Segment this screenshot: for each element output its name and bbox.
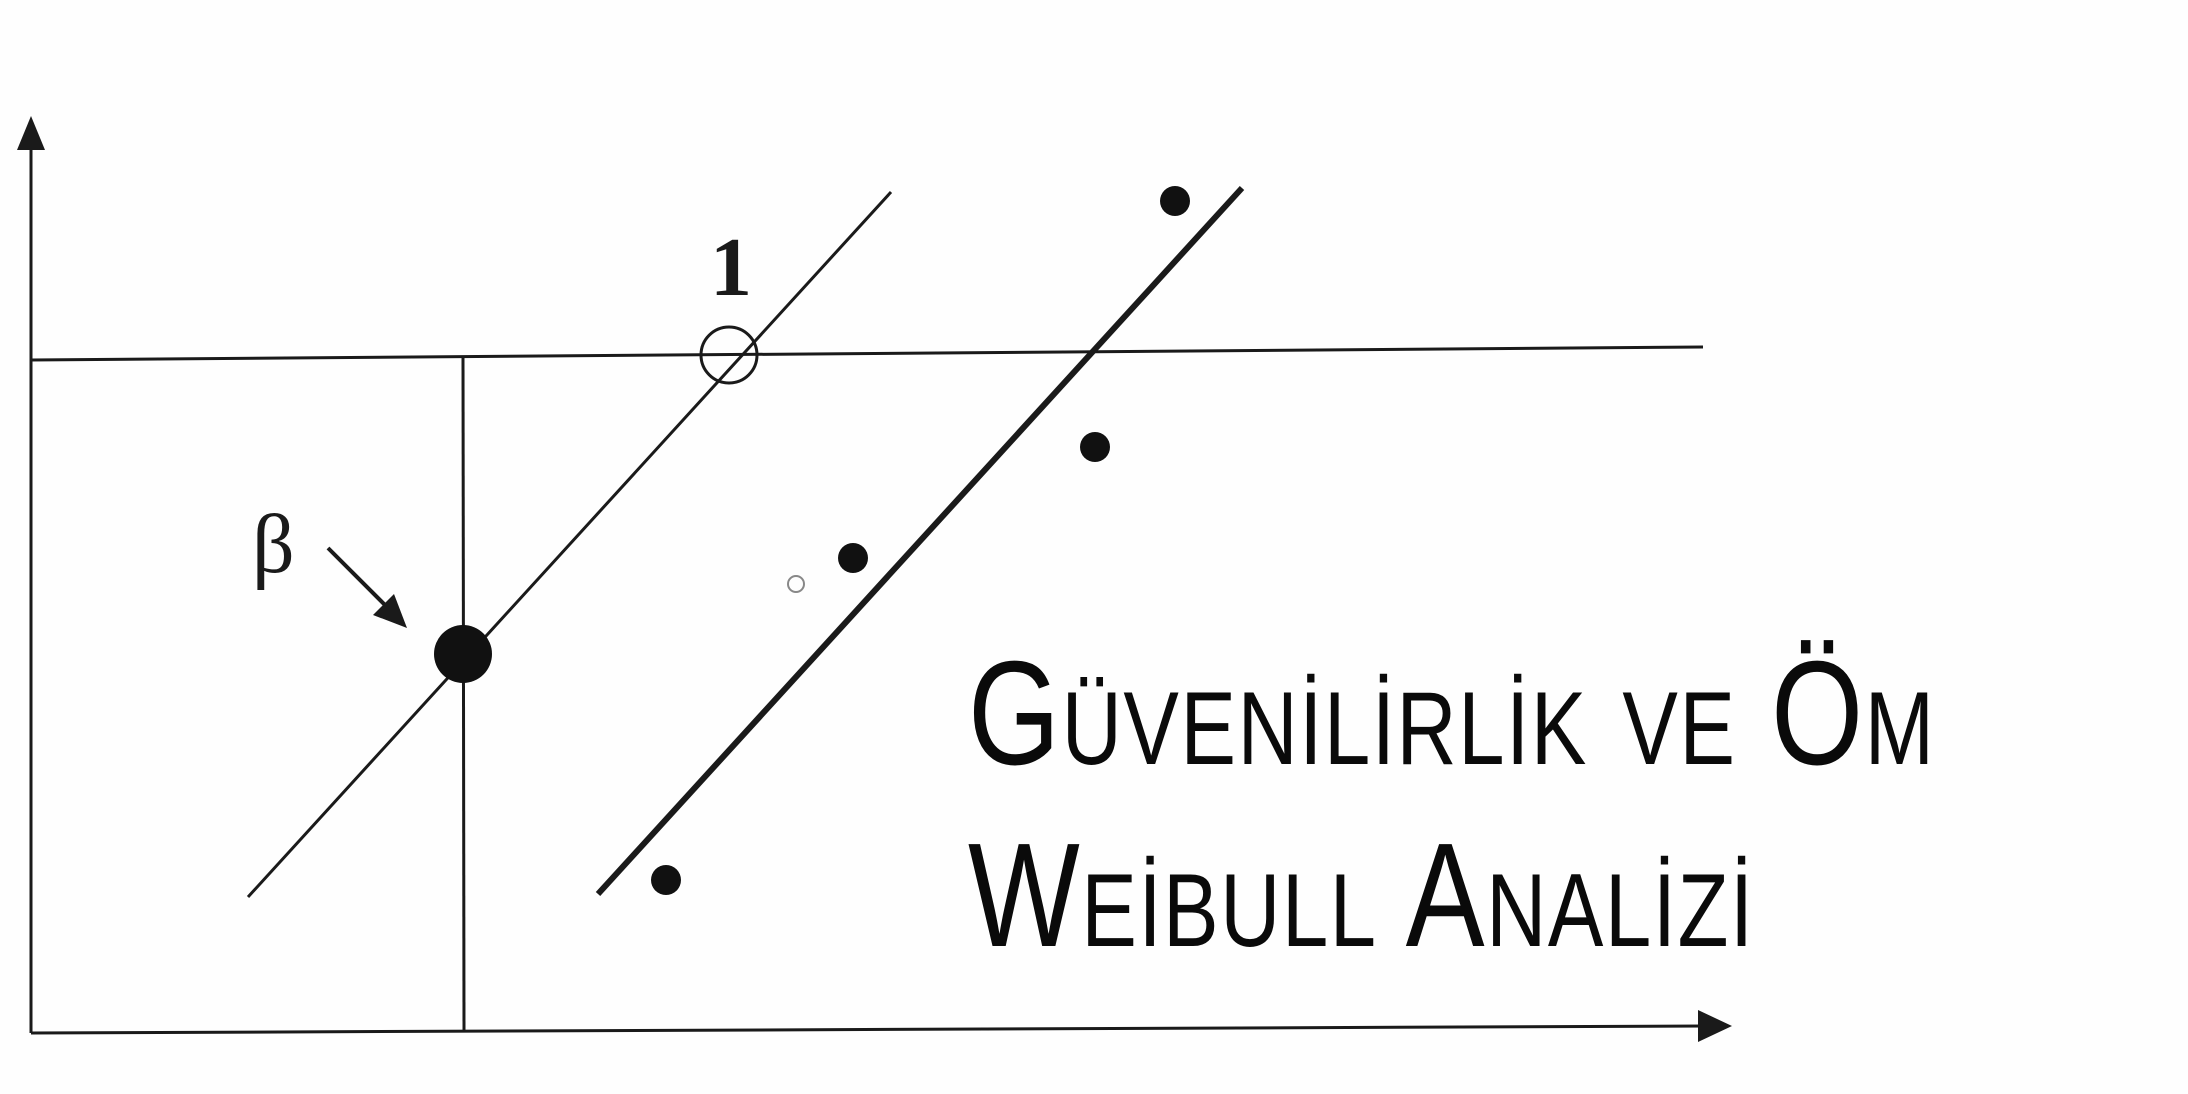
data-point [838, 543, 868, 573]
x-axis [30, 1024, 1706, 1035]
beta-arrowhead [373, 594, 407, 628]
x-axis-arrowhead [1698, 1010, 1732, 1042]
slope-label: 1 [710, 221, 752, 314]
small-open-circle [787, 575, 805, 593]
beta-arrow [326, 546, 394, 614]
data-point [1080, 432, 1110, 462]
horizontal-reference-line [30, 345, 1704, 362]
y-axis-arrowhead [17, 116, 45, 150]
vertical-reference-line [461, 357, 466, 1032]
fitted-data-line [595, 185, 1245, 897]
slope-open-circle [699, 325, 759, 385]
data-point [651, 865, 681, 895]
slope-reference-line [246, 190, 893, 899]
beta-point [434, 625, 492, 683]
title-line-1: Güvenilirlik ve Öm [968, 631, 1936, 796]
data-point [1160, 186, 1190, 216]
beta-label: β [252, 498, 295, 591]
title-line-2: Weibull Analizi [968, 813, 1755, 978]
